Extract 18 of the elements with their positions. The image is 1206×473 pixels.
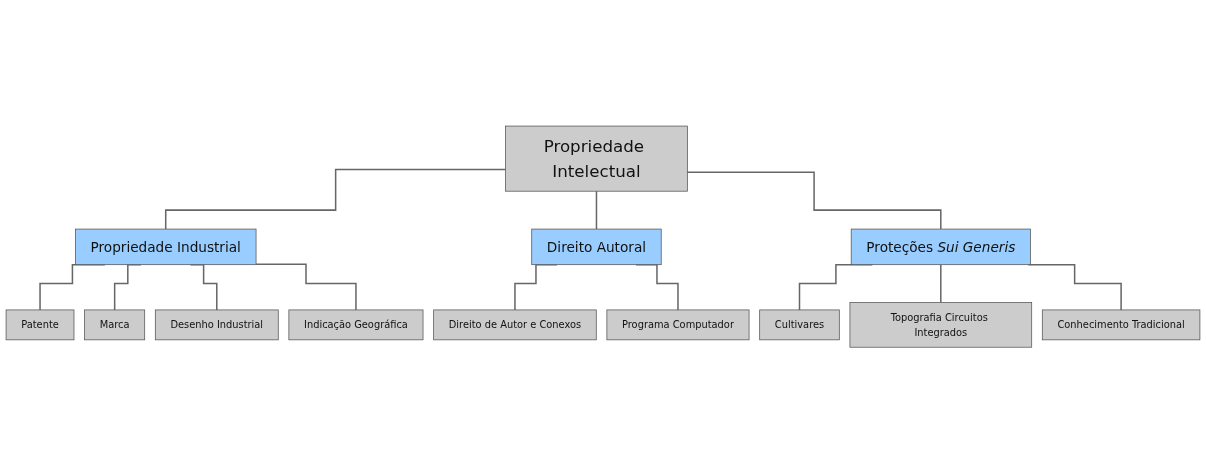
connector xyxy=(940,263,942,304)
connector xyxy=(595,190,598,230)
connector xyxy=(164,168,507,230)
node-box: Indicação Geográfica xyxy=(288,309,424,341)
node-box: Conhecimento Tradicional xyxy=(1041,309,1201,341)
node-box: Proteções Sui Generis xyxy=(850,228,1031,265)
node-box: Programa Computador xyxy=(606,309,750,341)
node-box: Direito de Autor e Conexos xyxy=(433,309,597,341)
connector xyxy=(686,171,942,230)
connector xyxy=(255,263,357,311)
node-box: Topografia Circuitos Integrados xyxy=(849,302,1033,348)
node-box: Cultivares xyxy=(759,309,840,341)
node-box: Propriedade Intelectual xyxy=(505,125,688,192)
node-box: Desenho Industrial xyxy=(154,309,279,341)
node-box: Propriedade Industrial xyxy=(75,228,257,265)
node-box: Direito Autoral xyxy=(531,228,662,265)
node-box: Marca xyxy=(84,309,146,341)
node-box: Patente xyxy=(5,309,75,341)
